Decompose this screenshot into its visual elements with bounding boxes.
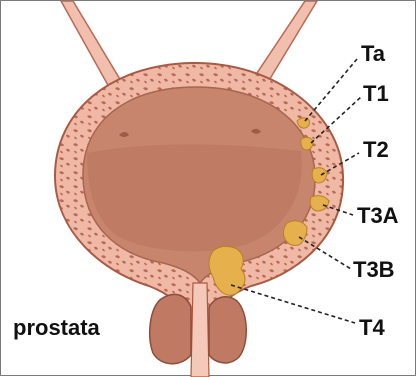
left-ureter: [61, 1, 121, 87]
label-ta: Ta: [361, 41, 386, 66]
tumor-t1: [301, 137, 313, 150]
label-prostata: prostata: [13, 315, 101, 340]
label-t3a: T3A: [357, 203, 399, 228]
label-t3b: T3B: [353, 257, 395, 282]
urethra: [191, 283, 209, 377]
right-ureter: [253, 1, 317, 87]
prostate: [150, 294, 191, 363]
label-t2: T2: [363, 137, 389, 162]
label-t4: T4: [359, 315, 385, 340]
leader-t4: [231, 285, 355, 323]
prostate-right-lobe: [209, 297, 246, 363]
label-t1: T1: [363, 81, 389, 106]
